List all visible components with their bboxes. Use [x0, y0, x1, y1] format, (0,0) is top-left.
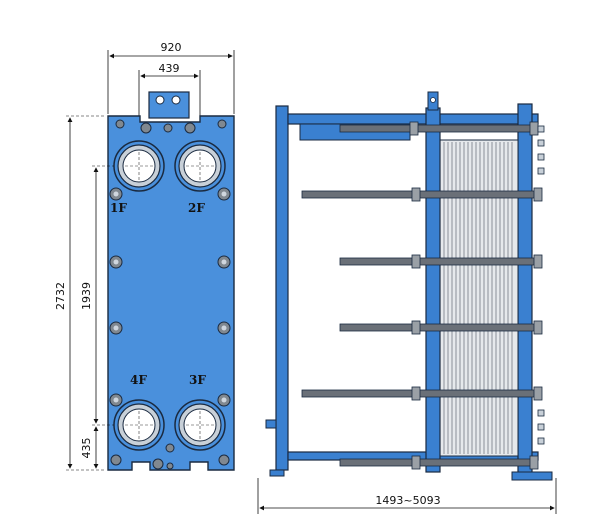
port-label-4F: 4F [130, 373, 147, 387]
tie-rods [301, 121, 543, 470]
port-label-2F: 2F [188, 201, 205, 215]
dim-port-spacing-label: 439 [159, 62, 180, 75]
dim-overall-width-label: 920 [161, 41, 182, 54]
plate-pack [439, 139, 519, 457]
port-label-1F: 1F [110, 201, 127, 215]
port-label-3F: 3F [189, 373, 206, 387]
port-2F [174, 140, 226, 192]
dim-overall-width: 920 [107, 41, 235, 114]
front-view: 920 439 [54, 41, 235, 471]
dim-port-vertical-label: 1939 [80, 282, 93, 310]
dim-overall-height: 2732 [54, 115, 106, 471]
port-4F [113, 399, 165, 451]
dim-port-vertical: 1939 [80, 165, 114, 426]
dim-frame-length-label: 1493~5093 [375, 494, 440, 507]
top-lug [148, 91, 190, 119]
port-3F [174, 399, 226, 451]
port-1F [113, 140, 165, 192]
dim-overall-height-label: 2732 [54, 282, 67, 310]
support-column [517, 103, 533, 479]
dim-bottom-port: 435 [80, 426, 99, 469]
dim-frame-length: 1493~5093 [257, 478, 557, 514]
pressure-plate [425, 107, 441, 473]
front-plate [107, 115, 235, 471]
fixed-frame-plate [275, 105, 289, 471]
dim-bottom-port-label: 435 [80, 438, 93, 459]
side-view: 1493~5093 [257, 91, 557, 514]
dim-port-spacing: 439 [138, 62, 201, 120]
